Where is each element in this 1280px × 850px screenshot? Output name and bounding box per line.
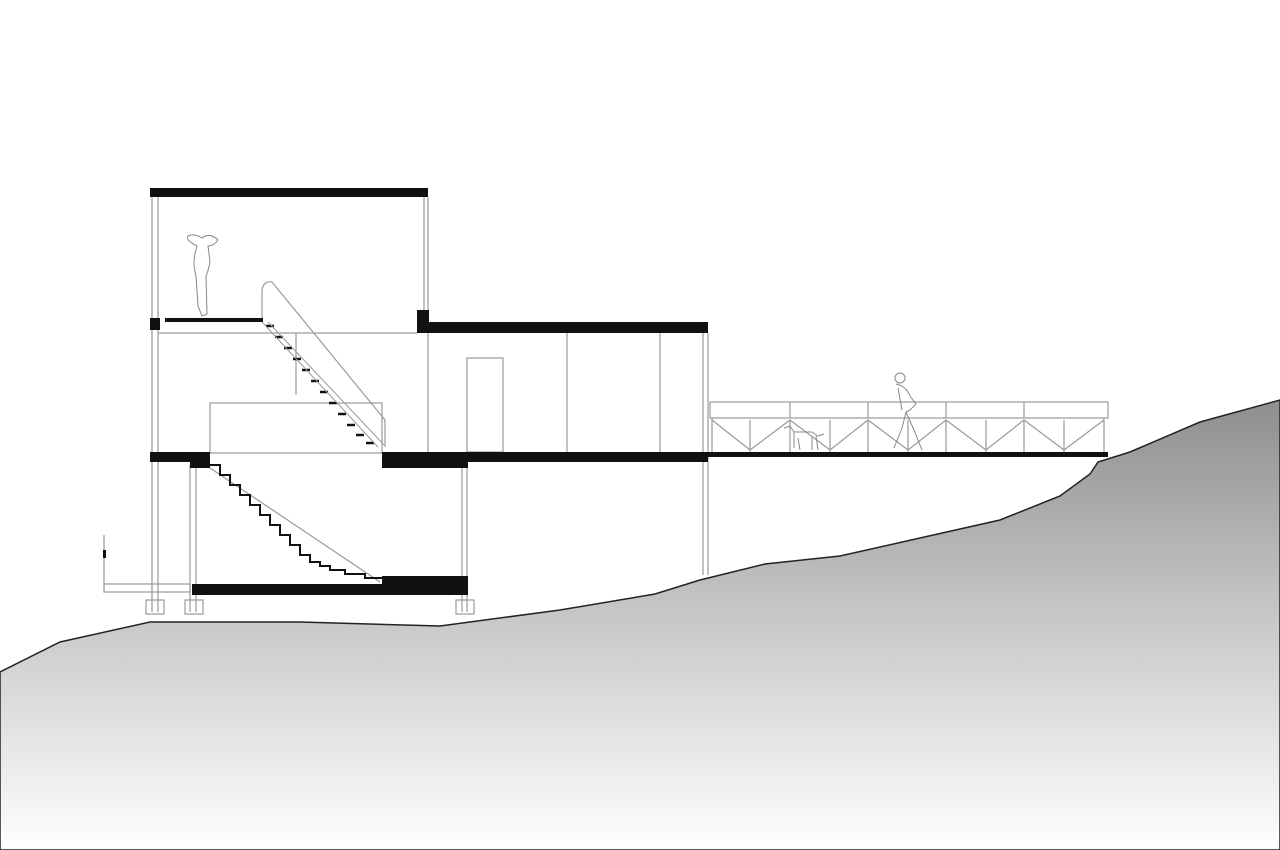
door bbox=[466, 357, 504, 453]
person-figure-bridge bbox=[893, 372, 923, 451]
terrain bbox=[0, 399, 1280, 850]
dog-figure bbox=[783, 425, 825, 451]
bridge-deck bbox=[708, 452, 1108, 457]
slabs bbox=[103, 188, 708, 595]
footbridge bbox=[709, 401, 1109, 452]
person-figure-upper bbox=[186, 234, 219, 317]
lower-stair bbox=[210, 464, 384, 584]
upper-stair-stringer bbox=[261, 321, 387, 448]
house-structure bbox=[103, 197, 709, 615]
